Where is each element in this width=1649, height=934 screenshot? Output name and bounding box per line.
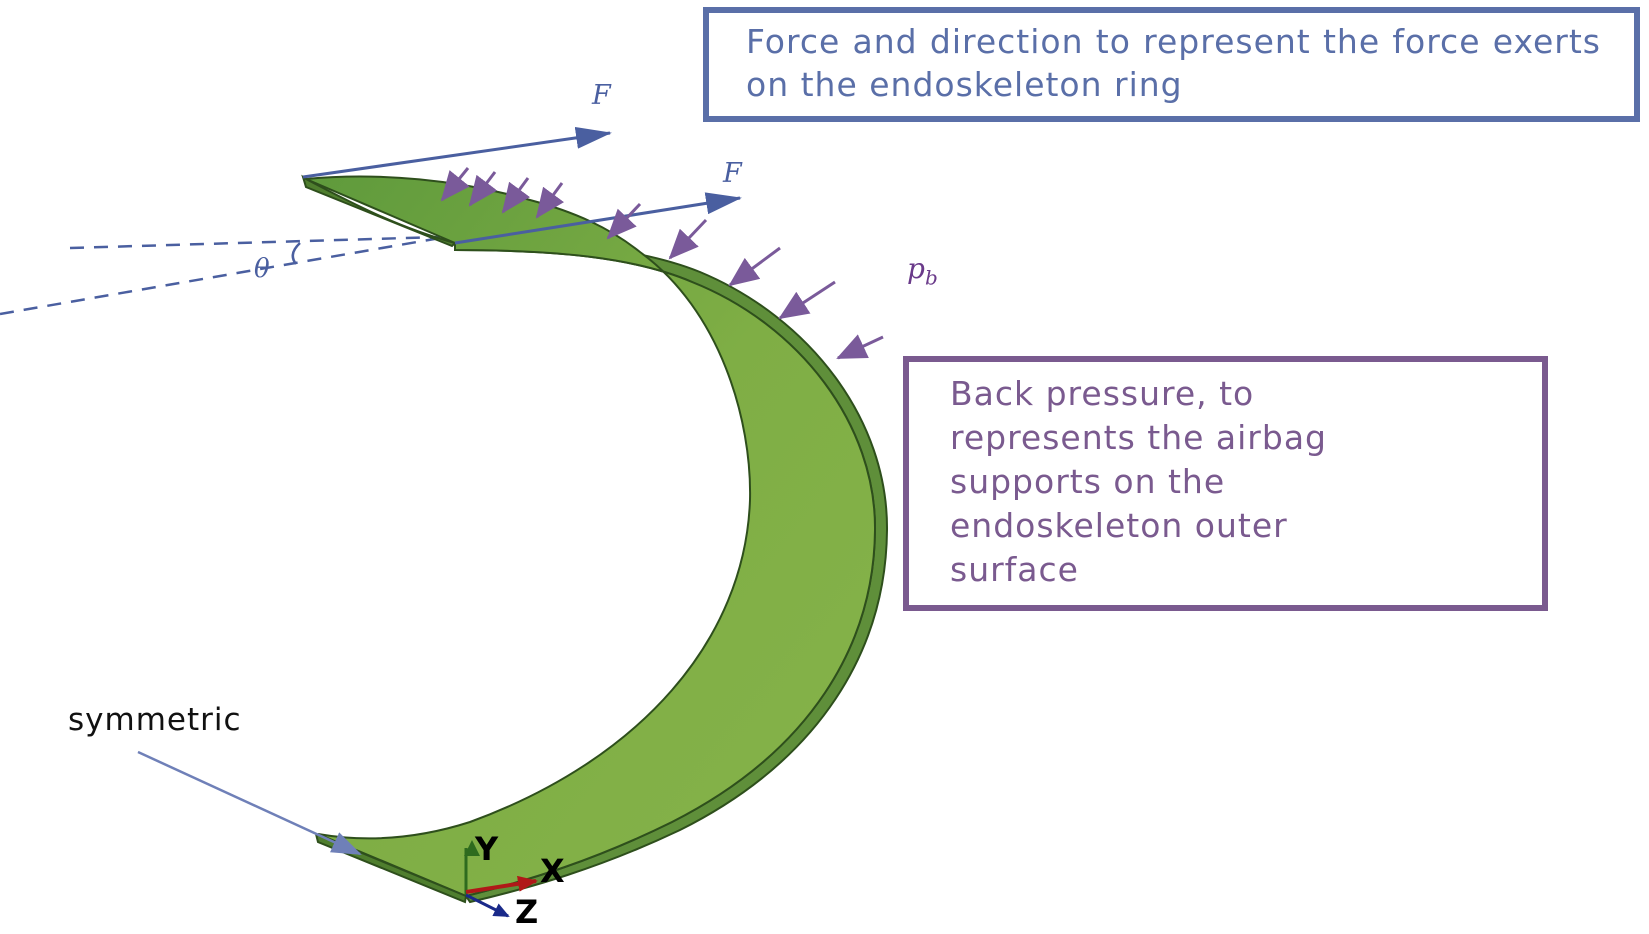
force-label-top: F <box>592 80 611 111</box>
pressure-arrow-3 <box>501 177 531 214</box>
reference-dashed-line-inclined <box>0 236 441 316</box>
pressure-label: pb <box>907 252 938 290</box>
pressure-arrow-4 <box>535 182 565 219</box>
back-pressure-description-box <box>903 356 1548 611</box>
force-arrow-top <box>302 126 612 179</box>
pressure-arrow-2 <box>468 171 498 207</box>
pressure-arrow-5 <box>606 202 642 240</box>
pressure-label-symbol: p <box>907 252 925 285</box>
axis-z-arrow <box>465 893 510 918</box>
force-description-box <box>703 7 1640 122</box>
symmetric-pointer-arrow <box>137 750 362 856</box>
force-arrow-mid <box>454 192 742 245</box>
axis-z-label: Z <box>515 893 539 931</box>
pressure-arrow-9 <box>836 334 884 360</box>
symmetric-label: symmetric <box>68 702 242 738</box>
pressure-arrow-7 <box>728 246 781 287</box>
force-description-text: Force and direction to represent the for… <box>746 22 1601 104</box>
pressure-label-subscript: b <box>924 265 938 290</box>
pressure-arrows <box>440 167 884 360</box>
reference-dashed-line-horizontal <box>69 235 441 250</box>
back-pressure-description-text: Back pressure, to represents the airbag … <box>950 374 1327 589</box>
ring-inner-face <box>305 175 877 898</box>
ring-top-flange <box>301 174 457 248</box>
pressure-arrow-1 <box>440 167 470 202</box>
axis-x-label: X <box>540 852 565 890</box>
angle-label-theta: θ <box>254 254 270 284</box>
coordinate-triad <box>464 840 538 918</box>
pressure-arrow-6 <box>668 218 708 260</box>
axis-y-label: Y <box>475 830 499 868</box>
angle-arc <box>291 242 301 265</box>
pressure-arrow-8 <box>778 280 836 320</box>
axis-x-arrow <box>465 875 538 894</box>
force-label-mid: F <box>723 158 742 189</box>
